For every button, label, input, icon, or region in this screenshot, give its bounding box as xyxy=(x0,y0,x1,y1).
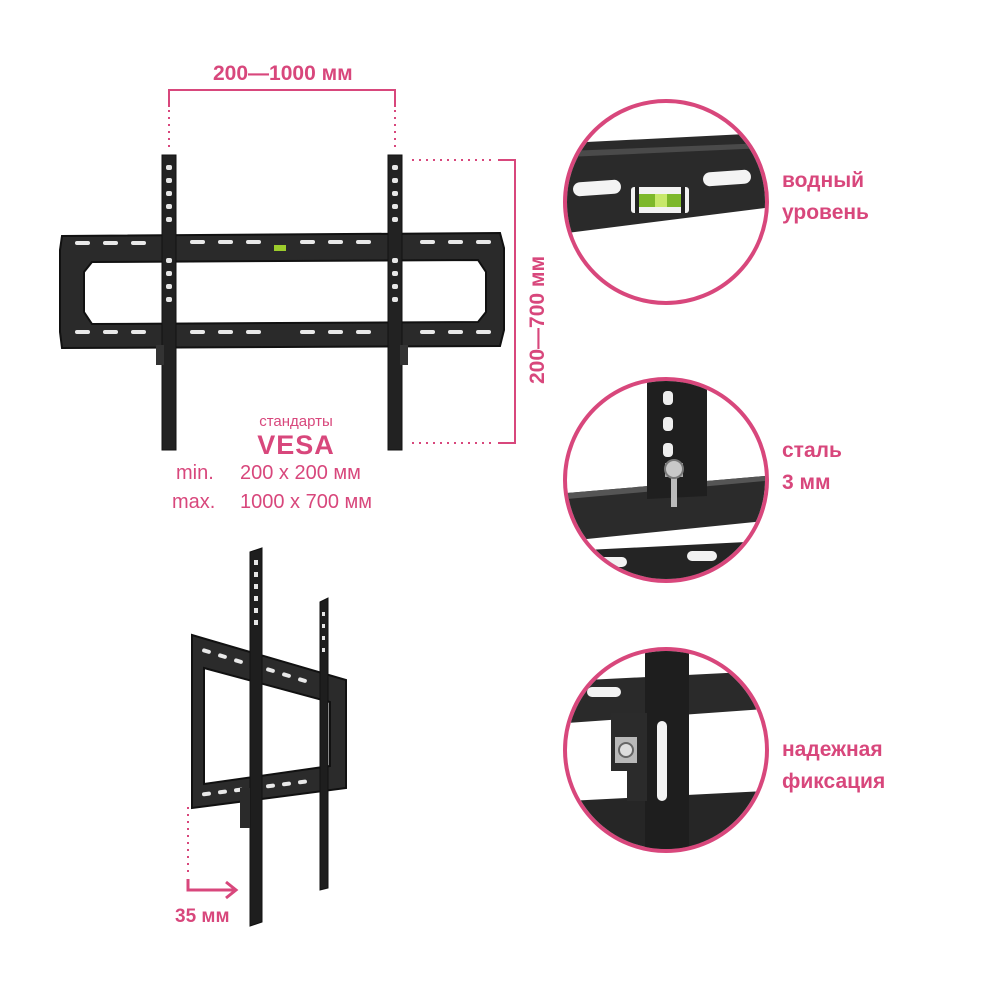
vesa-min-value: 200 x 200 мм xyxy=(240,462,361,484)
height-dimension-label: 200—700 мм xyxy=(525,256,549,384)
perspective-arm-front xyxy=(240,547,263,927)
feature-lock-line1: надежная xyxy=(782,738,883,761)
vesa-max-value: 1000 x 700 мм xyxy=(240,491,373,513)
perspective-arm-back xyxy=(319,597,329,891)
level-icon xyxy=(567,133,765,233)
detail-circle-lock xyxy=(563,647,769,853)
feature-lock-text: надежная фиксация xyxy=(782,734,885,798)
front-view-diagram xyxy=(59,89,516,451)
depth-dimension-arrow xyxy=(186,807,239,900)
feature-level-line2: уровень xyxy=(782,201,869,224)
depth-dimension-label: 35 мм xyxy=(175,906,230,927)
width-dimension-line xyxy=(168,89,396,148)
width-dimension-label: 200—1000 мм xyxy=(213,62,353,85)
vesa-max-row: max. 1000 x 700 мм xyxy=(172,491,386,514)
feature-lock-line2: фиксация xyxy=(782,770,886,793)
right-vertical-arm xyxy=(387,154,408,451)
perspective-view-diagram xyxy=(191,547,347,927)
vesa-title: VESA xyxy=(257,430,335,460)
vesa-min-row: min. 200 x 200 мм xyxy=(176,462,386,485)
vesa-heading: стандарты xyxy=(259,413,333,430)
wall-plate xyxy=(59,231,505,350)
detail-circle-steel xyxy=(563,377,769,583)
steel-icon xyxy=(567,381,765,579)
height-dimension-line xyxy=(412,159,516,444)
detail-circle-level xyxy=(563,99,769,305)
feature-level-line1: водный xyxy=(782,169,865,192)
bubble-level xyxy=(274,245,286,251)
feature-steel-line1: сталь xyxy=(782,439,842,462)
vesa-info: стандарты VESA min. 200 x 200 мм max. 1000… xyxy=(172,413,386,514)
feature-steel-text: сталь 3 мм xyxy=(782,435,842,499)
left-vertical-arm xyxy=(156,154,177,451)
feature-level-text: водный уровень xyxy=(782,165,869,229)
vesa-max-label: max. xyxy=(172,491,216,513)
feature-steel-line2: 3 мм xyxy=(782,471,831,494)
lock-icon xyxy=(567,651,765,849)
vesa-min-label: min. xyxy=(176,462,214,484)
